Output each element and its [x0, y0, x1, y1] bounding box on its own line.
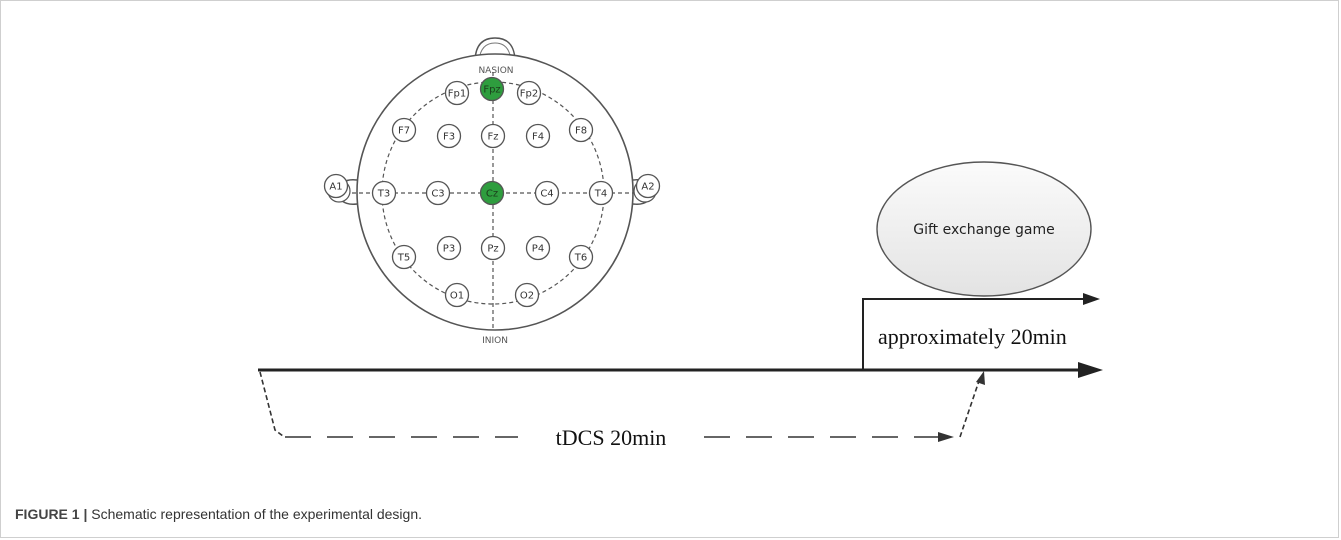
electrode-circle [436, 123, 462, 149]
electrode-circle [323, 173, 349, 199]
electrode-circle [371, 180, 397, 206]
electrode-label: Pz [487, 244, 498, 255]
electrode-circle [444, 282, 470, 308]
electrode-label: Fp1 [448, 89, 466, 100]
electrode-f7: F7 [391, 117, 417, 143]
electrode-f3: F3 [436, 123, 462, 149]
gift-exchange-label: Gift exchange game [913, 222, 1054, 238]
electrode-label: T4 [594, 189, 607, 200]
tdcs-arrowhead [938, 432, 954, 442]
electrode-label: F3 [443, 132, 455, 143]
electrode-circle [514, 282, 540, 308]
electrode-circle [480, 123, 506, 149]
electrode-circle [444, 80, 470, 106]
tdcs-label: tDCS 20min [556, 425, 667, 450]
nose-outline-inner [478, 42, 512, 61]
electrode-label: A1 [329, 182, 342, 193]
electrode-f8: F8 [568, 117, 594, 143]
inion-label: INION [482, 336, 508, 346]
electrode-circle [391, 117, 417, 143]
electrode-fz: Fz [480, 123, 506, 149]
electrode-label: T3 [377, 189, 390, 200]
tdcs-bracket-right-arrowhead [976, 371, 985, 385]
electrode-label: P4 [532, 244, 544, 255]
electrode-p3: P3 [436, 235, 462, 261]
tdcs-bracket-right [959, 377, 981, 438]
game-duration-label: approximately 20min [878, 324, 1067, 349]
electrode-circle [534, 180, 560, 206]
electrode-label: T5 [397, 253, 410, 264]
game-duration-line [862, 298, 1083, 370]
main-timeline-arrowhead [1078, 362, 1103, 378]
tdcs-bracket-left [259, 371, 284, 437]
electrode-label: A2 [641, 182, 654, 193]
nasion-label: NASION [478, 66, 513, 76]
electrode-a1: A1 [323, 173, 351, 203]
nose-outline [474, 37, 516, 61]
electrode-label: Cz [486, 189, 498, 200]
electrode-label: O1 [450, 291, 464, 302]
electrode-circle [588, 180, 614, 206]
electrode-label: F4 [532, 132, 544, 143]
electrode-c3: C3 [425, 180, 451, 206]
game-duration-arrowhead [1083, 293, 1100, 305]
electrode-circle [391, 244, 417, 270]
figure-caption: FIGURE 1 | Schematic representation of t… [15, 506, 422, 522]
figure-label: FIGURE 1 | [15, 506, 88, 522]
electrode-t5: T5 [391, 244, 417, 270]
electrode-a2: A2 [633, 173, 661, 203]
electrode-circle [480, 235, 506, 261]
electrode-fp2: Fp2 [516, 80, 542, 106]
electrode-label: T6 [574, 253, 587, 264]
electrode-pz: Pz [480, 235, 506, 261]
electrode-p4: P4 [525, 235, 551, 261]
electrode-t4: T4 [588, 180, 614, 206]
electrode-circle [525, 123, 551, 149]
electrode-o2: O2 [514, 282, 540, 308]
electrode-o1: O1 [444, 282, 470, 308]
timeline: Gift exchange game approximately 20min t… [258, 161, 1103, 450]
electrode-label: Fpz [483, 85, 500, 96]
electrode-circle [525, 235, 551, 261]
gift-exchange-ellipse [876, 161, 1092, 297]
electrode-circle [568, 117, 594, 143]
electrode-circle [568, 244, 594, 270]
electrode-label: C3 [431, 189, 444, 200]
electrode-circle [479, 76, 505, 102]
electrode-f4: F4 [525, 123, 551, 149]
electrode-label: F8 [575, 126, 587, 137]
electrode-fp1: Fp1 [444, 80, 470, 106]
electrode-label: O2 [520, 291, 534, 302]
electrode-circle [479, 180, 505, 206]
electrode-label: Fz [487, 132, 498, 143]
caption-text: Schematic representation of the experime… [87, 506, 423, 522]
electrode-circle [425, 180, 451, 206]
electrode-t6: T6 [568, 244, 594, 270]
electrode-label: Fp2 [520, 89, 538, 100]
electrode-label: F7 [398, 126, 410, 137]
electrode-cz: Cz [479, 180, 505, 206]
electrode-label: C4 [540, 189, 553, 200]
electrode-fpz: Fpz [479, 76, 505, 102]
electrode-circle [635, 173, 661, 199]
electrode-circle [516, 80, 542, 106]
electrode-label: P3 [443, 244, 455, 255]
electrode-circle [436, 235, 462, 261]
electrode-c4: C4 [534, 180, 560, 206]
electrode-t3: T3 [371, 180, 397, 206]
